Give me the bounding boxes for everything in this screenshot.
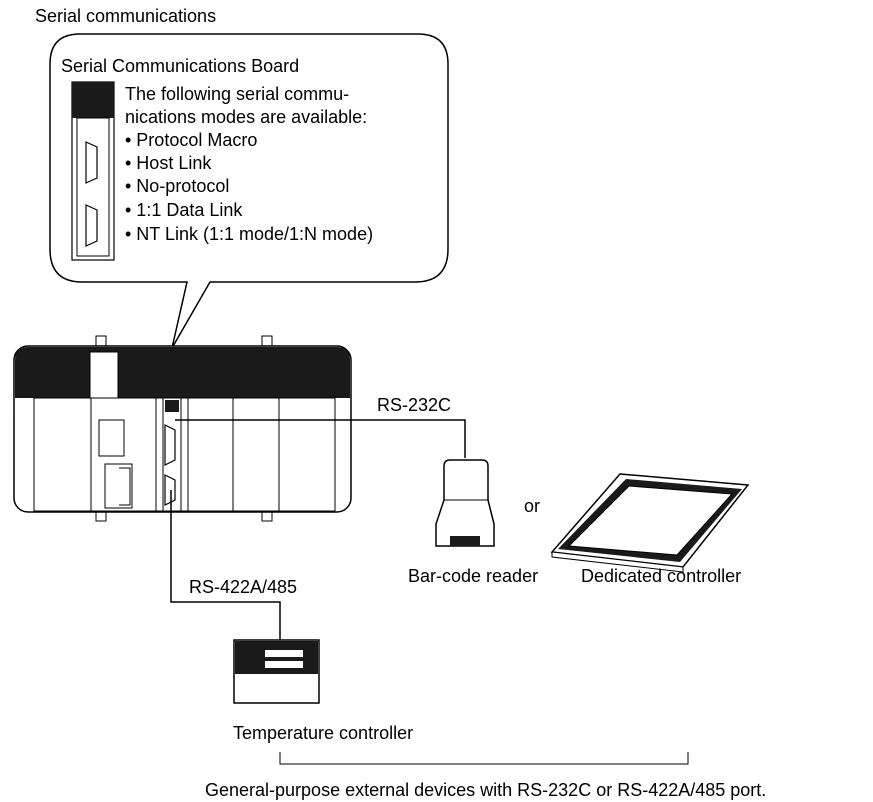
mode-item: • Host Link (125, 153, 212, 173)
temperature-controller-icon (233, 639, 320, 704)
serial-board-icon (71, 81, 115, 261)
board-label: Serial Communications Board (61, 56, 299, 76)
device-group-bracket (279, 752, 689, 765)
or-label: or (524, 496, 540, 516)
plc-rack (13, 335, 352, 522)
temperature-controller-label: Temperature controller (233, 723, 413, 743)
modes-description-line-2: nications modes are available: (125, 107, 367, 127)
rs422a485-cable (170, 490, 281, 640)
barcode-reader-icon (435, 459, 495, 547)
rs422a485-label: RS-422A/485 (189, 577, 297, 597)
callout-bubble (49, 33, 449, 349)
modes-description-line-1: The following serial commu- (125, 84, 349, 104)
rs232c-cable (175, 419, 466, 458)
barcode-reader-label: Bar-code reader (408, 566, 538, 586)
mode-item: • No-protocol (125, 176, 229, 196)
mode-item: • NT Link (1:1 mode/1:N mode) (125, 224, 373, 244)
diagram-title: Serial communications (35, 6, 216, 26)
mode-item: • 1:1 Data Link (125, 200, 243, 220)
dedicated-controller-icon (550, 473, 750, 573)
footer-note: General-purpose external devices with RS… (205, 780, 766, 800)
dedicated-controller-label: Dedicated controller (581, 566, 741, 586)
mode-item: • Protocol Macro (125, 130, 257, 150)
rs232c-label: RS-232C (377, 395, 451, 415)
